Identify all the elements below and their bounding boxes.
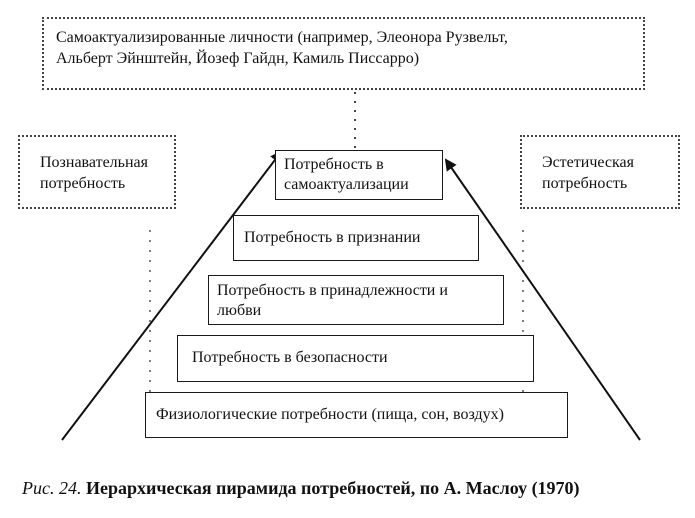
belonging-line-1: Потребность в принадлежности и [217,282,448,299]
esteem-need-box: Потребность в признании [233,215,479,261]
belonging-line-2: любви [217,302,262,319]
right-arrow [444,158,641,441]
self-actualized-people-note: Самоактуализированные личности (например… [42,17,645,90]
figure-label: Рис. 24. [22,478,82,498]
cognitive-need-line-1: Познавательная [40,154,148,171]
self-actualization-line-1: Потребность в [284,156,384,173]
left-arrow [61,150,283,441]
safety-need-box: Потребность в безопасности [177,335,534,382]
note-line-1: Самоактуализированные личности (например… [56,29,508,46]
cognitive-need-line-2: потребность [40,175,126,192]
physiological-label: Физиологические потребности (пища, сон, … [156,406,504,423]
figure-caption: Рис. 24. Иерархическая пирамида потребно… [22,478,682,499]
aesthetic-need-line-1: Эстетическая [542,154,634,171]
esteem-label: Потребность в признании [244,229,421,246]
aesthetic-need-line-2: потребность [542,175,628,192]
cognitive-need-box: Познавательная потребность [18,135,176,209]
belonging-need-box: Потребность в принадлежности и любви [208,275,504,325]
aesthetic-need-box: Эстетическая потребность [520,135,680,209]
figure-title: Иерархическая пирамида потребностей, по … [85,478,580,498]
self-actualization-need-box: Потребность в самоактуализации [275,150,443,200]
note-line-2: Альберт Эйнштейн, Йозеф Гайдн, Камиль Пи… [56,50,420,67]
safety-label: Потребность в безопасности [192,349,388,366]
self-actualization-line-2: самоактуализации [284,176,409,193]
physiological-need-box: Физиологические потребности (пища, сон, … [145,392,568,438]
